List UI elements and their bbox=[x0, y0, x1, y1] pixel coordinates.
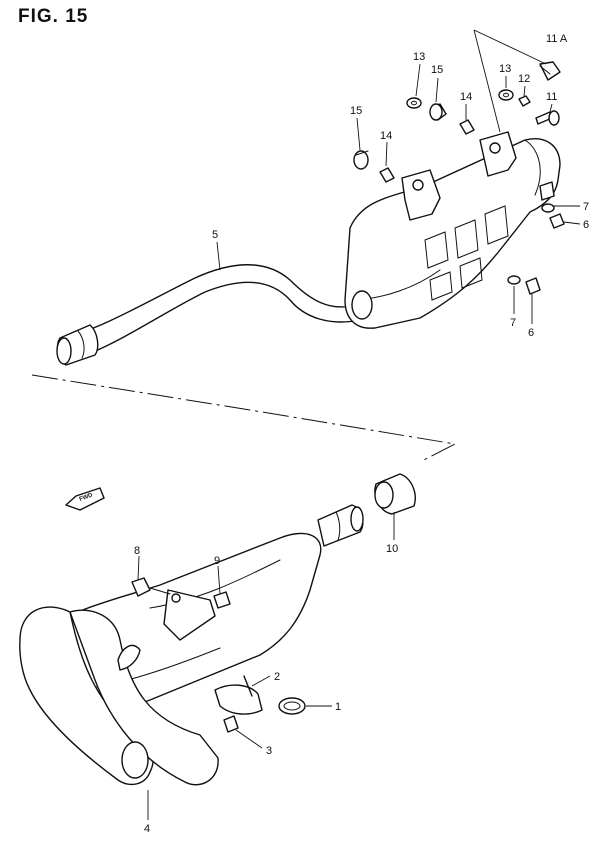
callout-7: 7 bbox=[510, 317, 516, 329]
callout-labels: 13 15 14 13 12 11 A 11 15 14 7 6 7 6 5 1… bbox=[134, 33, 589, 835]
callout-6: 6 bbox=[528, 327, 534, 339]
exhaust-chamber-assembly: FWD bbox=[19, 473, 416, 786]
callout-15: 15 bbox=[431, 64, 443, 76]
callout-13: 13 bbox=[499, 63, 511, 75]
callout-3: 3 bbox=[266, 745, 272, 757]
silencer-assembly bbox=[56, 131, 561, 366]
callout-9: 9 bbox=[214, 555, 220, 567]
callout-15: 15 bbox=[350, 105, 362, 117]
leader-lines bbox=[137, 63, 581, 820]
callout-2: 2 bbox=[274, 671, 280, 683]
mounting-hardware-lower bbox=[131, 577, 306, 733]
callout-13: 13 bbox=[413, 51, 425, 63]
callout-5: 5 bbox=[212, 229, 218, 241]
callout-7: 7 bbox=[583, 201, 589, 213]
callout-10: 10 bbox=[386, 543, 398, 555]
split-line bbox=[31, 374, 457, 463]
callout-4: 4 bbox=[144, 823, 150, 835]
callout-11: 11 bbox=[546, 91, 557, 103]
callout-11a: 11 A bbox=[546, 33, 568, 45]
mounting-hardware-upper bbox=[353, 29, 565, 295]
callout-12: 12 bbox=[518, 73, 530, 85]
fwd-label: FWD bbox=[79, 492, 95, 503]
callout-1: 1 bbox=[335, 701, 341, 713]
callout-14: 14 bbox=[380, 130, 392, 142]
callout-14: 14 bbox=[460, 91, 472, 103]
callout-8: 8 bbox=[134, 545, 140, 557]
figure-title: FIG. 15 bbox=[18, 6, 89, 27]
callout-6: 6 bbox=[583, 219, 589, 231]
